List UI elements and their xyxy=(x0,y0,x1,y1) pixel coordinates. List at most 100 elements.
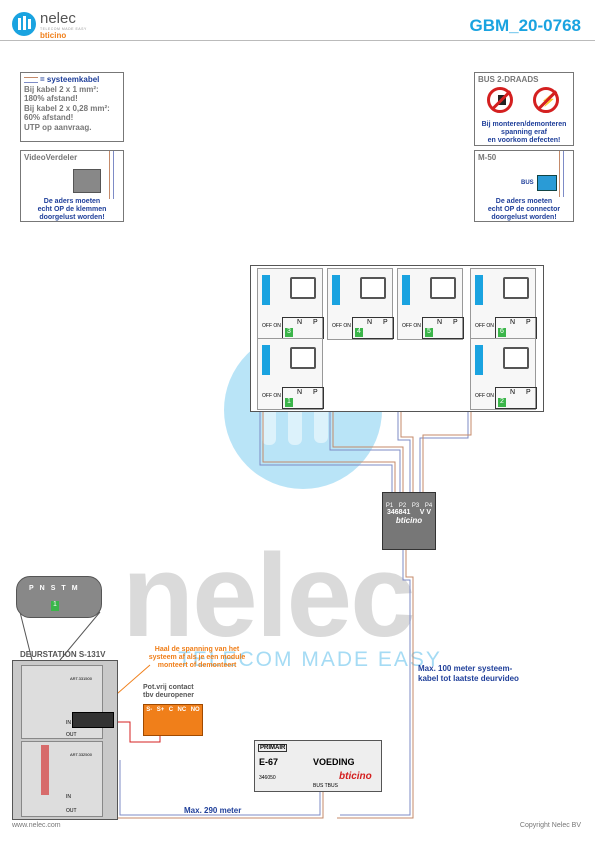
max100-line-1: Max. 100 meter systeem- xyxy=(418,664,513,673)
np-block: N P 4 xyxy=(352,317,394,339)
np-p: P xyxy=(313,389,318,396)
cable-line-2: 180% afstand! xyxy=(24,94,78,103)
port-p1: P1 xyxy=(385,503,394,509)
monitor-screen-icon xyxy=(430,277,456,299)
np-block: N P 5 xyxy=(422,317,464,339)
terminal-block xyxy=(262,345,270,375)
relay-term-nc: NC xyxy=(177,707,187,713)
np-p: P xyxy=(313,319,318,326)
bus-line-1: Bij monteren/demonteren xyxy=(481,121,567,128)
np-n: N xyxy=(297,319,303,326)
m50-bus-label: BUS xyxy=(521,180,534,186)
cable-line-3: Bij kabel 2 x 0,28 mm²: xyxy=(24,103,110,113)
station-number: 1 xyxy=(285,398,293,407)
cable-title: = systeemkabel xyxy=(40,75,100,84)
vv-line-3: doorgelust worden! xyxy=(39,214,105,221)
monitor-screen-icon xyxy=(290,347,316,369)
header-logo: nelec TELECOM MADE EASY bticino xyxy=(12,10,102,40)
np-p: P xyxy=(453,319,458,326)
station-3: OFF ON N P 3 xyxy=(257,268,324,340)
psu-primair: PRIMAIR xyxy=(258,744,288,752)
door-module-2: ART.332500 IN OUT xyxy=(21,741,103,817)
np-n: N xyxy=(510,389,516,396)
terminal-block xyxy=(262,275,270,305)
voltage-warning-1: Haal de spanning van het xyxy=(154,646,240,653)
station-off-on: OFF ON xyxy=(262,393,281,399)
terminal-block xyxy=(475,345,483,375)
cable-line-5: UTP op aanvraag. xyxy=(24,122,92,132)
m50-connector-icon xyxy=(537,175,557,191)
port-p2: P2 xyxy=(398,503,407,509)
doc-code: GBM_20-0768 xyxy=(469,16,581,35)
power-supply: PRIMAIR E-67 VOEDING 346050 bticino BUS … xyxy=(254,740,382,792)
relay-term-s-plus: S+ xyxy=(156,707,165,713)
station-off-on: OFF ON xyxy=(475,323,494,329)
logo-brand: bticino xyxy=(40,31,67,40)
voltage-warning: Haal de spanning van het systeem af als … xyxy=(122,646,272,670)
relay-title-1: Pot.vrij contact xyxy=(143,684,194,691)
module-code-1: ART.331500 xyxy=(70,676,92,681)
np-block: N P 1 xyxy=(282,387,324,409)
terminal-block xyxy=(332,275,340,305)
keypad-zoom: P N S T M 1 xyxy=(16,576,102,618)
video-distributor: P1 P2 P3 P4 346841 V V bticino xyxy=(382,492,436,550)
relay-title-2: tbv deuropener xyxy=(143,692,194,699)
module-in-2: IN xyxy=(66,794,71,800)
station-off-on: OFF ON xyxy=(332,323,351,329)
footer-left: www.nelec.com xyxy=(12,822,61,829)
station-4: OFF ON N P 4 xyxy=(327,268,394,340)
bus-title: BUS 2-DRAADS xyxy=(478,75,539,84)
keypad-label-m: M xyxy=(71,585,78,592)
no-plug-icon xyxy=(487,87,513,113)
np-n: N xyxy=(297,389,303,396)
cable-line-1: Bij kabel 2 x 1 mm²: xyxy=(24,84,99,94)
distributor-brand: bticino xyxy=(395,516,423,525)
m50-line-2: echt OP de connector xyxy=(487,206,561,213)
monitor-screen-icon xyxy=(503,347,529,369)
footer-right: Copyright Nelec BV xyxy=(519,822,581,829)
cable-note-box: = systeemkabel Bij kabel 2 x 1 mm²: 180%… xyxy=(20,72,124,142)
distributor-vv: V V xyxy=(419,509,431,516)
door-station-panel: ART.331500 IN OUT ART.332500 IN OUT xyxy=(12,660,118,820)
max100-line-2: kabel tot laatste deurvideo xyxy=(418,674,519,683)
keypad-label-p: P xyxy=(29,585,34,592)
keypad-label-t: T xyxy=(61,585,66,592)
station-1: OFF ON N P 1 xyxy=(257,338,324,410)
np-block: N P 2 xyxy=(495,387,537,409)
psu-code: 346050 xyxy=(259,775,276,781)
station-2: OFF ON N P 2 xyxy=(470,338,537,410)
psu-model: E-67 xyxy=(259,757,279,767)
module-in-1: IN xyxy=(66,720,71,726)
vv-line-1: De aders moeten xyxy=(43,198,101,205)
logo-tagline: TELECOM MADE EASY xyxy=(40,27,87,31)
psu-terms: BUS TBUS xyxy=(313,783,338,789)
np-block: N P 6 xyxy=(495,317,537,339)
module-out-2: OUT xyxy=(66,808,77,814)
m50-line-3: doorgelust worden! xyxy=(491,214,557,221)
station-off-on: OFF ON xyxy=(402,323,421,329)
header-divider xyxy=(0,40,595,41)
watermark-text: nelec xyxy=(122,530,416,662)
station-number: 4 xyxy=(355,328,363,337)
station-number: 3 xyxy=(285,328,293,337)
cable-line-icon xyxy=(24,76,38,83)
station-number: 6 xyxy=(498,328,506,337)
terminal-strip xyxy=(72,712,114,728)
np-p: P xyxy=(383,319,388,326)
m50-line-1: De aders moeten xyxy=(495,198,553,205)
np-block: N P 3 xyxy=(282,317,324,339)
relay-term-s-minus: S- xyxy=(146,707,153,713)
m50-note-box: M-50 BUS De aders moeten echt OP de conn… xyxy=(474,150,574,222)
station-5: OFF ON N P 5 xyxy=(397,268,464,340)
door-station-title: DEURSTATION S-131V xyxy=(20,650,106,659)
bus-line-3: en voorkom defecten! xyxy=(487,137,561,144)
station-off-on: OFF ON xyxy=(475,393,494,399)
np-p: P xyxy=(526,319,531,326)
relay-term-c: C xyxy=(168,707,174,713)
videoverdeler-icon xyxy=(73,169,101,193)
max100-label: Max. 100 meter systeem- kabel tot laatst… xyxy=(418,664,519,684)
cable-channel xyxy=(41,745,49,795)
port-p4: P4 xyxy=(424,503,433,509)
max290-label: Max. 290 meter xyxy=(184,806,242,815)
distributor-code: 346841 xyxy=(387,509,411,516)
